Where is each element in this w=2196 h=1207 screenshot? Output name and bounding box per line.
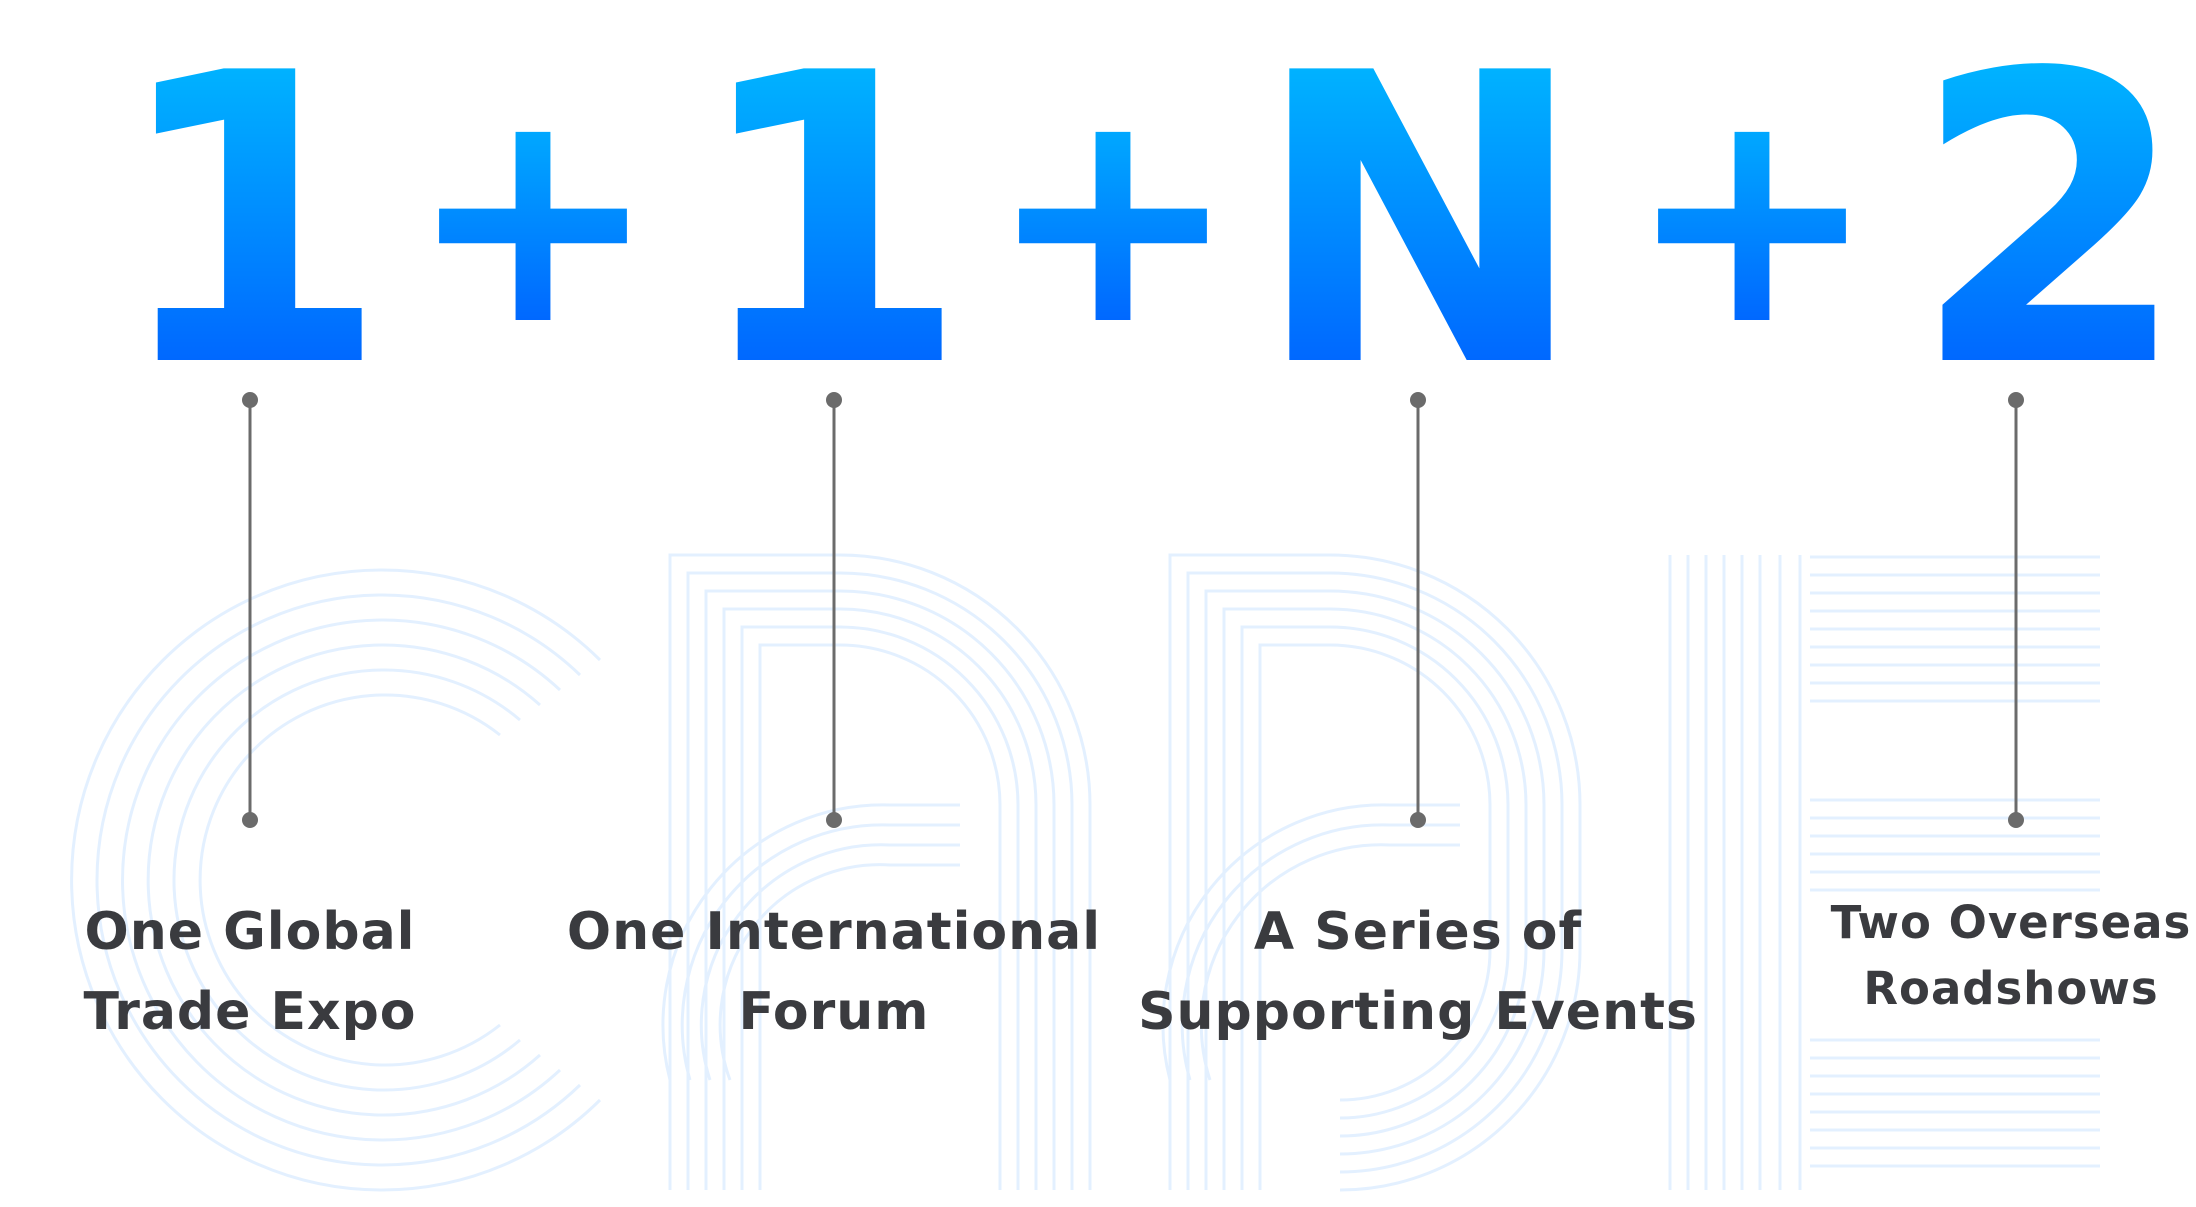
connector-4 xyxy=(2008,392,2024,828)
label-global-trade-expo: One Global Trade Expo xyxy=(50,892,450,1052)
watermark-letter-b xyxy=(1161,553,1582,1192)
connector-2 xyxy=(826,392,842,828)
label-3-line-2: Supporting Events xyxy=(1138,982,1698,1042)
label-3-line-1: A Series of xyxy=(1253,902,1583,962)
formula-plus-2: + xyxy=(987,42,1238,391)
watermark-letter-e xyxy=(1668,555,2100,1190)
formula-letter-n: N xyxy=(1253,0,1588,420)
formula-digit-1a: 1 xyxy=(111,0,389,420)
formula-digit-2: 2 xyxy=(1911,0,2189,420)
label-1-line-2: Trade Expo xyxy=(83,982,417,1042)
label-4-line-2: Roadshows xyxy=(1863,962,2159,1015)
label-1-line-1: One Global xyxy=(84,902,416,962)
label-4-line-1: Two Overseas xyxy=(1830,896,2192,949)
connector-3 xyxy=(1410,392,1426,828)
label-2-line-1: One International xyxy=(566,902,1102,962)
connector-1 xyxy=(242,392,258,828)
label-2-line-2: Forum xyxy=(738,982,930,1042)
watermark-letter-a xyxy=(661,553,1092,1190)
formula-plus-3: + xyxy=(1626,42,1877,391)
formula-digit-1b: 1 xyxy=(691,0,969,420)
label-supporting-events: A Series of Supporting Events xyxy=(1128,892,1708,1052)
label-overseas-roadshows: Two Overseas Roadshows xyxy=(1826,890,2196,1022)
formula-plus-1: + xyxy=(407,42,658,391)
label-international-forum: One International Forum xyxy=(564,892,1104,1052)
formula-banner: 1 + 1 + N + 2 xyxy=(111,0,2189,420)
watermark-letter-c xyxy=(70,568,602,1192)
